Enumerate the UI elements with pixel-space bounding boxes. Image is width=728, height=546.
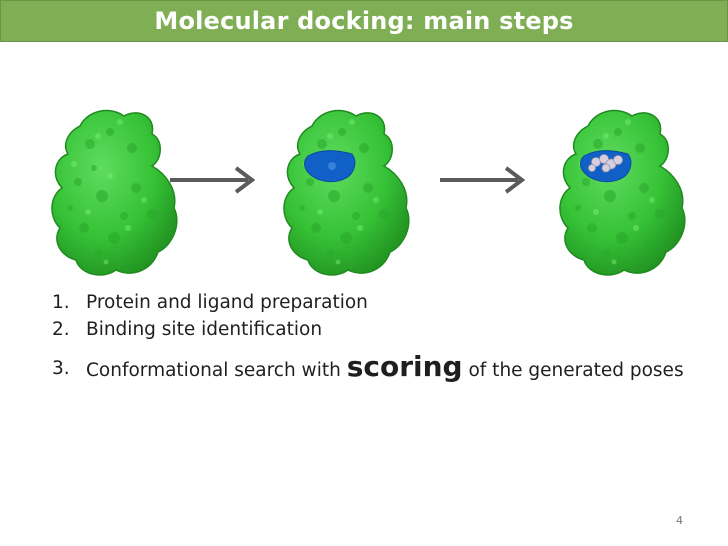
protein-ligand-complex xyxy=(559,109,686,276)
step-text: Binding site identification xyxy=(86,318,323,340)
title-bar: Molecular docking: main steps xyxy=(0,0,728,42)
step-text: Conformational search with scoring of th… xyxy=(86,348,692,386)
scoring-emphasis: scoring xyxy=(346,349,463,383)
step-text: Protein and ligand preparation xyxy=(86,292,368,313)
docked-ligand xyxy=(588,154,623,173)
arrow-right-icon xyxy=(440,166,526,194)
slide-title: Molecular docking: main steps xyxy=(154,7,574,35)
step-item: 1. Protein and ligand preparation xyxy=(52,290,692,317)
protein-apo xyxy=(51,109,178,276)
step-text-before: Conformational search with xyxy=(86,359,347,381)
docking-illustration xyxy=(51,109,686,276)
arrow-right-icon xyxy=(170,166,256,194)
docking-figure xyxy=(0,90,728,280)
protein-binding-site xyxy=(283,109,410,276)
step-number: 1. xyxy=(52,292,70,313)
page-number: 4 xyxy=(676,514,683,527)
step-number: 3. xyxy=(52,357,70,379)
step-item: 3. Conformational search with scoring of… xyxy=(52,348,692,386)
step-text-after: of the generated poses xyxy=(462,359,684,381)
step-item: 2. Binding site identification xyxy=(52,317,692,344)
steps-list: 1. Protein and ligand preparation 2. Bin… xyxy=(52,290,692,385)
step-number: 2. xyxy=(52,318,70,340)
